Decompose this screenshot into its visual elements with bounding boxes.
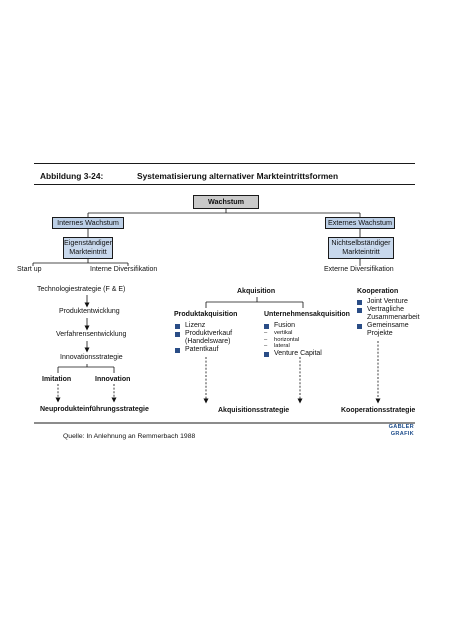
bullet-icon [357,308,362,314]
label-innovation-strategy: Innovationsstrategie [60,354,123,361]
list-item-label: Venture Capital [274,349,322,357]
source-note: Quelle: In Anlehnung an Remmerbach 1988 [63,433,196,440]
bullet-icon [264,351,269,357]
node-independent-entry-line2: Markteintritt [69,246,107,256]
label-tech-strategy: Technologiestrategie (F & E) [37,286,126,293]
list-item: Gemeinsame [357,322,420,330]
list-subitem: –lateral [264,343,322,350]
node-internal-growth: Internes Wachstum [52,217,124,229]
bullet-icon [175,332,180,338]
list-item: Zusammenarbeit [357,314,420,322]
list-item-label: Lizenz [185,322,206,329]
node-external-growth: Externes Wachstum [325,217,395,229]
list-item-label: Zusammenarbeit [367,314,420,322]
dash-icon: – [264,336,268,343]
list-item: (Handelsware) [175,338,232,346]
list-item-label: Produktverkauf [185,330,233,338]
node-dependent-entry-line2: Markteintritt [342,246,380,256]
list-item-label: Projekte [367,330,393,338]
label-process-development: Verfahrensentwicklung [56,331,127,338]
bullet-icon [357,324,362,330]
list-subitem-label: horizontal [274,336,300,343]
logo-line1: GABLER [388,424,414,430]
list-item: Vertragliche [357,306,420,314]
label-imitation: Imitation [42,376,72,383]
list-item-label: Vertragliche [367,306,404,314]
gabler-grafik-logo: GABLER GRAFIK [370,424,414,437]
figure-title: Systematisierung alternativer Markteintr… [137,171,339,181]
list-item: Projekte [357,330,420,338]
list-item: Patentkauf [175,346,232,354]
list-subitem: –vertikal [264,330,322,337]
list-item: Venture Capital [264,350,322,358]
list-item-label: Gemeinsame [367,322,409,330]
bullet-icon [264,324,269,329]
bullet-icon [175,324,180,329]
list-item: Lizenz [175,322,232,330]
logo-line2: GRAFIK [390,430,414,437]
list-item: Joint Venture [357,298,420,306]
list-item-label: (Handelsware) [185,338,231,346]
bullet-icon [357,300,362,305]
node-independent-entry-line1: Eigenständiger [64,238,112,247]
list-company-acquisition: Fusion –vertikal –horizontal –lateral Ve… [264,322,322,358]
header-bottom-rule [34,184,415,185]
list-cooperation: Joint Venture Vertragliche Zusammenarbei… [357,298,420,338]
label-product-development: Produktentwicklung [59,308,120,315]
label-innovation: Innovation [95,376,131,383]
node-independent-entry: Eigenständiger Markteintritt [63,237,113,259]
label-acquisition: Akquisition [237,288,276,295]
label-product-acquisition: Produktakquisition [174,311,238,318]
figure-number: Abbildung 3-24: [40,171,104,181]
strategy-acquisition: Akquisitionsstrategie [218,407,290,414]
list-item-label: Fusion [274,322,296,329]
label-internal-diversification: Interne Diversifikation [90,266,158,273]
list-product-acquisition: Lizenz Produktverkauf (Handelsware) Pate… [175,322,232,354]
list-item-label: Joint Venture [367,298,408,305]
list-subitem-label: lateral [274,343,290,350]
list-subitem: –horizontal [264,337,322,344]
list-subitem-label: vertikal [274,330,293,337]
label-start-up: Start up [17,266,42,273]
label-company-acquisition: Unternehmensakquisition [264,311,350,318]
node-dependent-entry-line1: Nichtselbständiger [331,238,391,247]
bullet-icon [175,348,180,354]
root-node-wachstum: Wachstum [193,195,259,209]
node-dependent-entry: Nichtselbständiger Markteintritt [328,237,394,259]
dash-icon: – [264,330,268,337]
label-external-diversification: Externe Diversifikation [324,266,394,273]
dash-icon: – [264,343,268,350]
strategy-new-product: Neuprodukteinführungsstrategie [40,406,149,413]
strategy-cooperation: Kooperationsstrategie [341,407,416,414]
list-item: Fusion [264,322,322,330]
label-cooperation: Kooperation [357,288,399,295]
header-top-rule [34,163,415,164]
list-item: Produktverkauf [175,330,232,338]
list-item-label: Patentkauf [185,346,219,354]
